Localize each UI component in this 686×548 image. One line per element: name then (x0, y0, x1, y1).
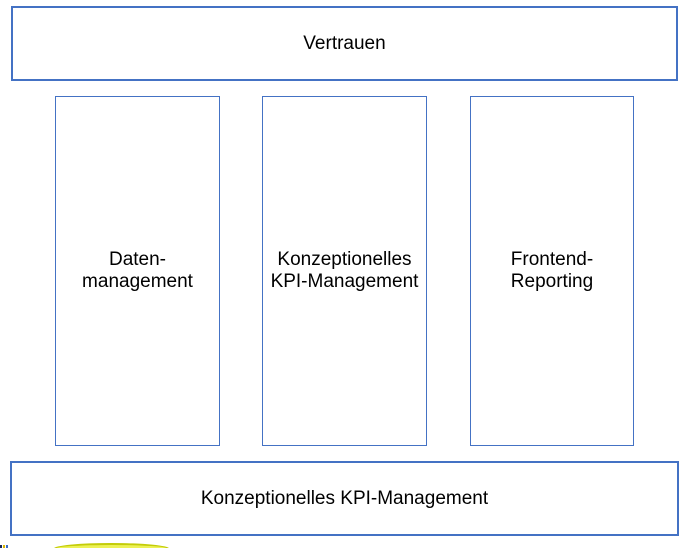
label-line-1: Daten- (108, 249, 167, 270)
kpi-management-banner: Konzeptionelles KPI-Management (10, 461, 679, 536)
label-line-2: KPI-Management (270, 271, 419, 292)
pillar-frontend-reporting: Frontend- Reporting (470, 96, 634, 446)
corner-artifact (0, 545, 8, 548)
label-line-2: management (82, 271, 193, 292)
artifact-pixel-yellow (3, 545, 5, 548)
pillar-konzeptionelles-kpi-management-label: Konzeptionelles KPI-Management (271, 249, 419, 293)
kpi-management-banner-label: Konzeptionelles KPI-Management (200, 487, 489, 509)
label-line-1: Frontend- (510, 249, 594, 270)
artifact-pixel-dark (0, 545, 2, 548)
yellow-highlight-ellipse (54, 543, 169, 548)
pillar-daten-management-label: Daten- management (82, 249, 193, 293)
vertrauen-banner: Vertrauen (11, 6, 678, 81)
artifact-pixel-blue (6, 545, 8, 548)
pillar-daten-management: Daten- management (55, 96, 220, 446)
label-line-2: Reporting (510, 271, 594, 292)
pillar-frontend-reporting-label: Frontend- Reporting (511, 249, 593, 293)
label-line-1: Konzeptionelles (277, 249, 412, 270)
vertrauen-banner-label: Vertrauen (303, 32, 386, 54)
pillar-konzeptionelles-kpi-management: Konzeptionelles KPI-Management (262, 96, 427, 446)
